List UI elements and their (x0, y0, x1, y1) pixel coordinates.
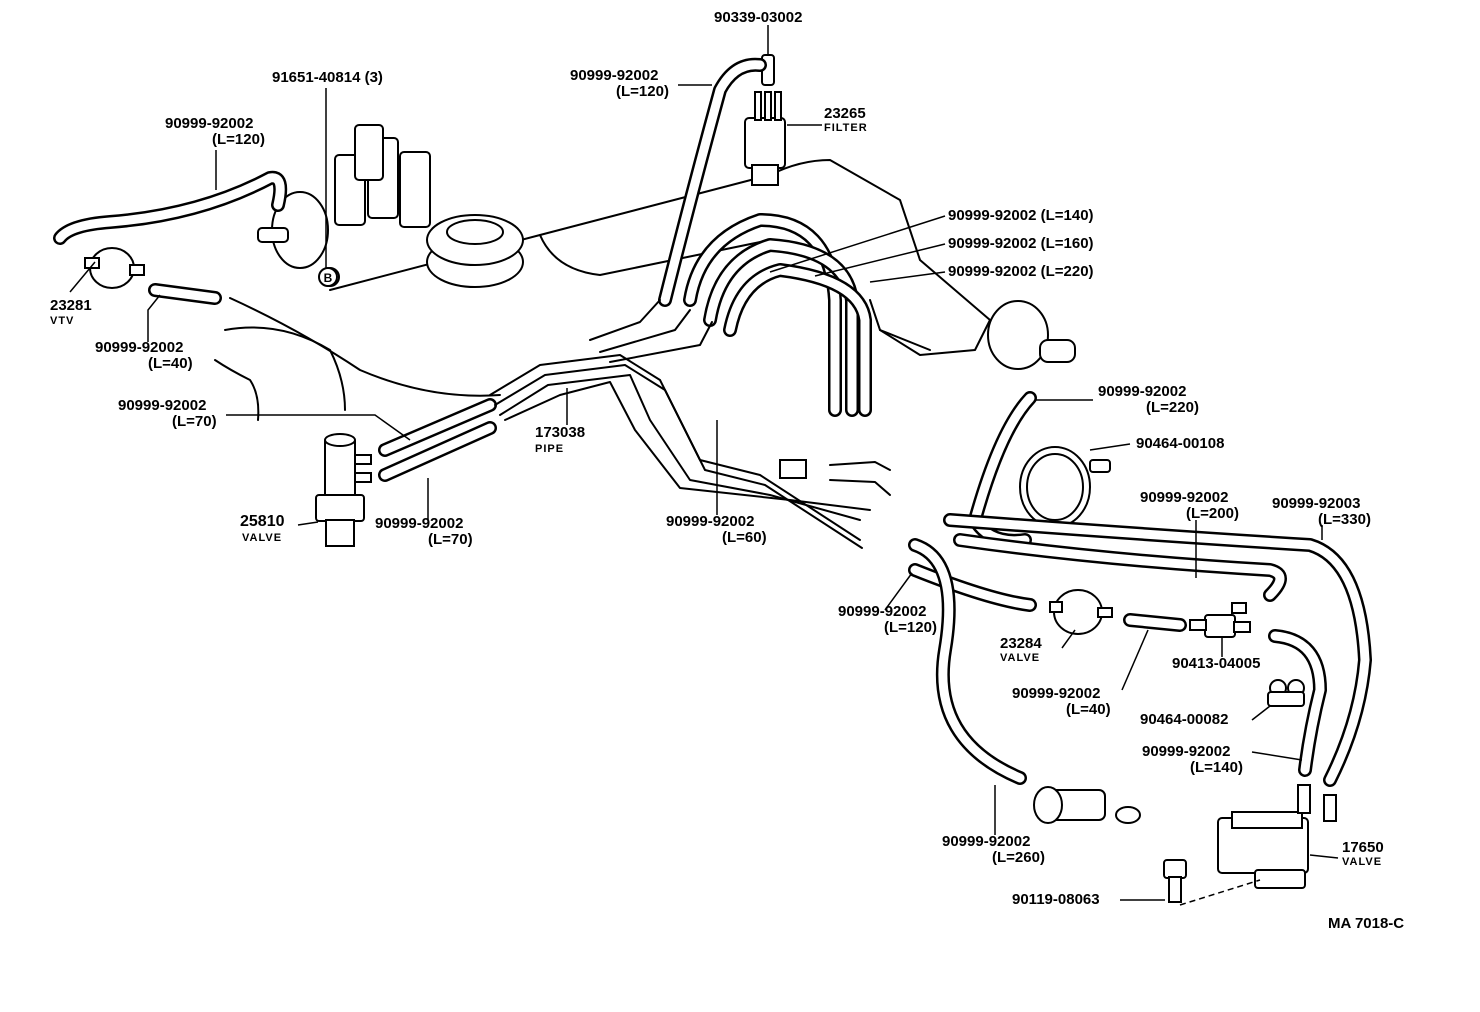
hose-length-120b: (L=120) (884, 619, 937, 636)
marker-b: B (318, 267, 338, 287)
hose-length-40a: (L=40) (148, 355, 193, 372)
hose-length-40b: (L=40) (1066, 701, 1111, 718)
part-name-valve-23284: VALVE (1000, 652, 1041, 664)
part-label-90413-04005: 90413-04005 (1172, 655, 1261, 672)
part-label-90119-08063: 90119-08063 (1012, 891, 1100, 908)
filter-23265 (744, 54, 786, 186)
part-label-90464-00082: 90464-00082 (1140, 711, 1229, 728)
part-name-pipe: PIPE (535, 443, 565, 455)
drawing-reference: MA 7018-C (1328, 915, 1405, 932)
hose-label-330: 90999-92003 (1272, 495, 1361, 512)
hose-label-top-mid: 90999-92002 (570, 67, 659, 84)
part-label-23265: 23265 (824, 105, 866, 122)
hose-label-120b: 90999-92002 (838, 603, 927, 620)
svg-text:B: B (324, 271, 333, 285)
vtv-23281 (84, 247, 145, 289)
part-name-valve-17650: VALVE (1342, 856, 1383, 868)
engine-block (214, 159, 991, 421)
leader-lines (69, 25, 1339, 906)
part-name-valve-25810: VALVE (242, 532, 283, 544)
part-label-23281: 23281 (50, 297, 92, 314)
part-label-90339-03002: 90339-03002 (714, 9, 803, 26)
hose-length-top-mid: (L=120) (616, 83, 669, 100)
hose-label-60: 90999-92002 (666, 513, 755, 530)
hose-label-40b: 90999-92002 (1012, 685, 1101, 702)
hose-length-200: (L=200) (1186, 505, 1239, 522)
part-label-173038: 173038 (535, 424, 586, 441)
hose-label-top-left: 90999-92002 (165, 115, 254, 132)
hose-length-top-left: (L=120) (212, 131, 265, 148)
part-name-filter: FILTER (824, 122, 868, 134)
hose-label-220: 90999-92002 (L=220) (948, 263, 1094, 280)
hose-label-200: 90999-92002 (1140, 489, 1229, 506)
valve-25810 (315, 433, 372, 547)
hose-label-70b: 90999-92002 (375, 515, 464, 532)
valve-17650 (1217, 784, 1337, 889)
part-label-91651-40814: 91651-40814 (3) (272, 69, 383, 86)
hose-length-260: (L=260) (992, 849, 1045, 866)
oil-filler-cap (426, 214, 524, 288)
part-label-23284: 23284 (1000, 635, 1042, 652)
hose-label-140b: 90999-92002 (1142, 743, 1231, 760)
hoses (53, 57, 1372, 787)
hose-label-260: 90999-92002 (942, 833, 1031, 850)
hose-length-70a: (L=70) (172, 413, 217, 430)
hose-label-70a: 90999-92002 (118, 397, 207, 414)
hose-length-330: (L=330) (1318, 511, 1371, 528)
tee-90413-04005 (1189, 602, 1251, 638)
bolt-90119-08063 (1163, 859, 1187, 903)
distributor-cap (334, 124, 431, 228)
part-label-17650: 17650 (1342, 839, 1384, 856)
hose-label-160: 90999-92002 (L=160) (948, 235, 1094, 252)
hose-length-220b: (L=220) (1146, 399, 1199, 416)
pipe-173038 (229, 297, 891, 549)
hose-clamp-90464-00082 (1267, 679, 1305, 707)
hose-clamp-90464-00108 (1019, 446, 1111, 528)
part-label-90464-00108: 90464-00108 (1136, 435, 1225, 452)
part-name-vtv: VTV (50, 315, 75, 327)
hose-label-220b: 90999-92002 (1098, 383, 1187, 400)
hose-length-140b: (L=140) (1190, 759, 1243, 776)
hose-length-70b: (L=70) (428, 531, 473, 548)
hose-length-60: (L=60) (722, 529, 767, 546)
valve-23284 (1049, 589, 1113, 635)
hose-label-40a: 90999-92002 (95, 339, 184, 356)
vacuum-switch (1033, 786, 1141, 824)
part-label-25810: 25810 (240, 513, 285, 530)
vacuum-canister (987, 300, 1076, 370)
hose-label-140: 90999-92002 (L=140) (948, 207, 1094, 224)
